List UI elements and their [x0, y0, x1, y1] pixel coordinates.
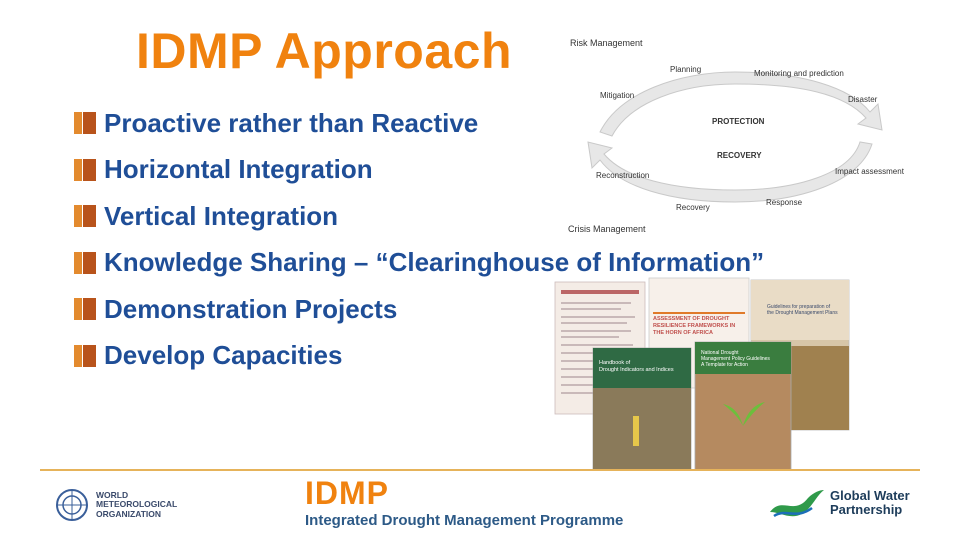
impact-assessment-label: Impact assessment	[835, 167, 905, 176]
monitoring-label: Monitoring and prediction	[754, 69, 844, 78]
publication-covers: ASSESSMENT OF DROUGHT RESILIENCE FRAMEWO…	[554, 277, 850, 471]
idmp-logo: IDMP Integrated Drought Management Progr…	[305, 476, 623, 530]
bullet-item: Knowledge Sharing – “Clearinghouse of In…	[74, 240, 764, 287]
bullet-text: Horizontal Integration	[104, 154, 373, 185]
gwp-logo: Global Water Partnership	[768, 486, 910, 520]
gwp-wave-icon	[770, 490, 824, 518]
bullet-marker-icon	[74, 205, 96, 228]
protection-label: PROTECTION	[712, 117, 765, 126]
recovery-center-label: RECOVERY	[717, 151, 762, 160]
bullet-marker-icon	[74, 298, 96, 321]
planning-label: Planning	[670, 65, 701, 74]
bullet-text: Demonstration Projects	[104, 293, 398, 324]
bullet-item: Develop Capacities	[74, 333, 764, 380]
bullet-item: Proactive rather than Reactive	[74, 100, 764, 147]
bullet-text: Develop Capacities	[104, 340, 343, 371]
bullet-marker-icon	[74, 158, 96, 181]
wmo-logo: WORLD METEOROLOGICAL ORGANIZATION	[54, 483, 184, 527]
response-label: Response	[766, 198, 803, 207]
svg-text:ASSESSMENT OF DROUGHT RESI: ASSESSMENT OF DROUGHT RESILIENCE FRAMEWO…	[653, 316, 737, 336]
recovery-label: Recovery	[676, 203, 710, 212]
wmo-name: WORLD METEOROLOGICAL ORGANIZATION	[96, 489, 178, 519]
bullet-marker-icon	[74, 344, 96, 367]
slide-title: IDMP Approach	[136, 23, 512, 79]
footer-divider	[40, 469, 920, 471]
bullet-item: Demonstration Projects	[74, 286, 764, 333]
idmp-acronym: IDMP	[305, 475, 389, 511]
bullet-item: Horizontal Integration	[74, 147, 764, 194]
drought-cycle-diagram: Risk Management Crisis Management Planni…	[568, 38, 905, 234]
bullet-item: Vertical Integration	[74, 193, 764, 240]
bullet-list: Proactive rather than Reactive Horizonta…	[74, 100, 764, 379]
bullet-text: Knowledge Sharing – “Clearinghouse of In…	[104, 247, 765, 278]
gwp-name: Global Water Partnership	[830, 488, 910, 517]
bullet-text: Vertical Integration	[104, 200, 339, 231]
disaster-label: Disaster	[848, 95, 878, 104]
wmo-emblem-icon	[56, 489, 88, 521]
protection-arc	[599, 71, 883, 137]
reconstruction-label: Reconstruction	[596, 171, 649, 180]
bullet-marker-icon	[74, 112, 96, 135]
idmp-full-name: Integrated Drought Management Programme	[305, 512, 624, 529]
bullet-marker-icon	[74, 251, 96, 274]
mitigation-label: Mitigation	[600, 91, 634, 100]
recovery-arc	[587, 141, 873, 203]
risk-management-label: Risk Management	[570, 38, 643, 48]
crisis-management-label: Crisis Management	[568, 224, 646, 234]
bullet-text: Proactive rather than Reactive	[104, 107, 479, 138]
